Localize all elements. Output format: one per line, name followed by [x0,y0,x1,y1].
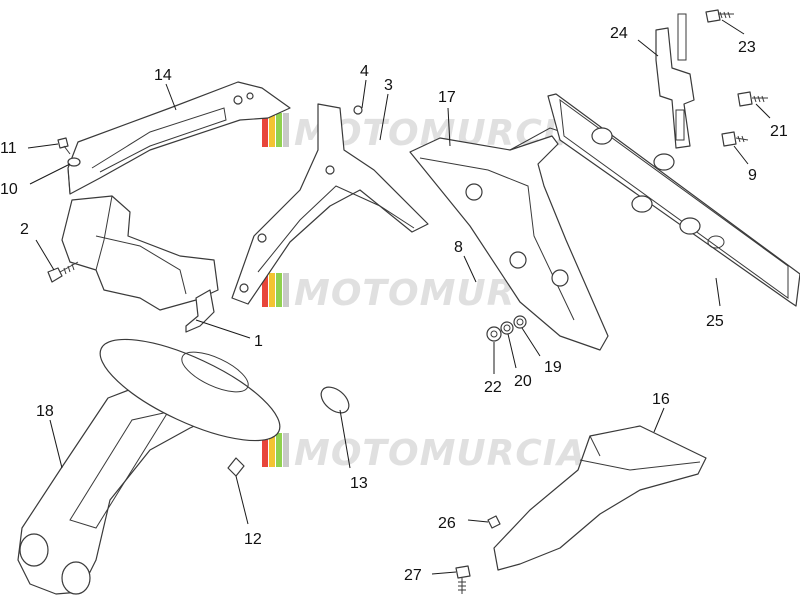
screw-21 [737,91,768,107]
callout-17: 17 [438,89,456,106]
leader-16 [653,407,665,433]
leader-27 [431,571,457,575]
screw-2 [47,261,79,283]
washer-20 [500,321,514,335]
leader-1 [195,319,251,339]
watermark-flag-stripe [283,273,289,307]
callout-13: 13 [350,475,368,492]
callout-27: 27 [404,567,422,584]
callout-3: 3 [384,77,393,94]
leader-8 [463,255,477,283]
part-1-cradle [61,195,219,333]
leader-10 [29,163,71,185]
screw-27 [455,565,471,594]
callout-14: 14 [154,67,172,84]
callout-8: 8 [454,239,463,256]
leader-2 [35,239,55,271]
leader-4 [361,79,367,109]
screw-26 [487,515,501,529]
washer-22 [486,326,502,342]
leader-18 [49,419,63,469]
callout-16: 16 [652,391,670,408]
callout-24: 24 [610,25,628,42]
callout-labels: 1 2 3 4 8 9 10 11 12 13 14 16 17 18 19 2… [0,25,788,584]
leader-3 [379,93,389,141]
screw-11 [57,137,71,155]
callout-26: 26 [438,515,456,532]
watermark-flag-stripe [269,273,275,307]
watermark-flag-stripe [262,433,268,467]
callout-21: 21 [770,123,788,140]
screw-23 [705,9,734,23]
part-25-plate [547,93,800,307]
watermark-flag-stripe [269,433,275,467]
leader-23 [721,19,745,35]
watermark-flag-stripe [276,113,282,147]
leader-24 [637,39,659,57]
callout-2: 2 [20,221,29,238]
part-12-clip [227,457,245,477]
leader-11 [27,143,59,149]
callout-23: 23 [738,39,756,56]
callout-4: 4 [360,63,369,80]
leader-14 [165,83,177,111]
leader-lines [27,19,771,575]
part-14-bracket [67,81,291,195]
leader-20 [507,333,517,369]
watermark-flag-stripe [283,113,289,147]
callout-22: 22 [484,379,502,396]
leader-19 [521,327,541,357]
leader-21 [755,103,771,119]
callout-10: 10 [0,181,18,198]
watermark-flag-stripe [262,113,268,147]
washer-10 [67,157,81,167]
leader-12 [235,475,249,525]
watermark-flag-stripe [276,273,282,307]
part-17-panel [409,127,609,351]
leader-13 [339,409,351,469]
leader-26 [467,519,489,523]
callout-20: 20 [514,373,532,390]
leader-9 [733,145,749,165]
watermark-flag-stripe [269,113,275,147]
screw-9 [721,131,749,147]
part-16-guard [493,425,707,571]
watermark-bottom: MOTOMURCIA [262,433,586,474]
leader-17 [447,107,451,147]
callout-11: 11 [0,140,17,157]
callout-1: 1 [254,333,263,350]
watermark-flag-stripe [283,433,289,467]
watermark-flag-stripe [276,433,282,467]
part-4-bolt [353,105,363,115]
part-13-lens [99,338,350,442]
callout-12: 12 [244,531,262,548]
part-24-bracket [655,13,695,149]
callout-18: 18 [36,403,54,420]
callout-9: 9 [748,167,757,184]
callout-19: 19 [544,359,562,376]
watermark-flag-stripe [262,273,268,307]
washer-19 [513,315,527,329]
part-3-bracket [231,103,429,305]
callout-25: 25 [706,313,724,330]
leader-25 [715,277,721,307]
watermark-text: MOTOMURCIA [294,433,586,474]
